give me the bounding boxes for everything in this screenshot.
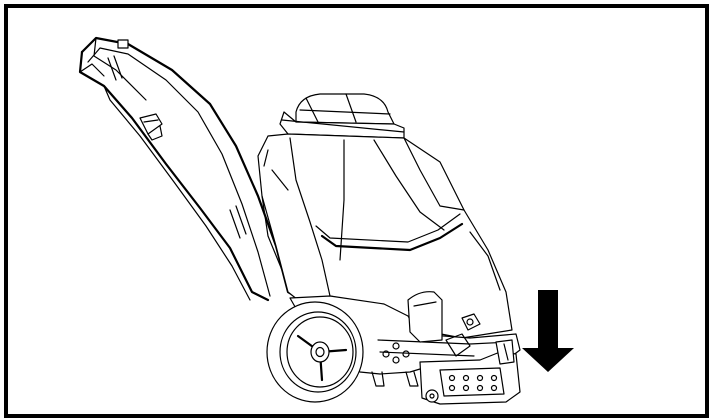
tank-lid	[279, 93, 405, 139]
rear-wheel	[266, 301, 364, 403]
vacuum-shoe-cover	[407, 291, 471, 357]
handle-knob	[139, 113, 163, 141]
down-arrow-icon	[522, 290, 574, 372]
brush-head	[419, 339, 521, 405]
hose-fitting	[461, 313, 481, 331]
